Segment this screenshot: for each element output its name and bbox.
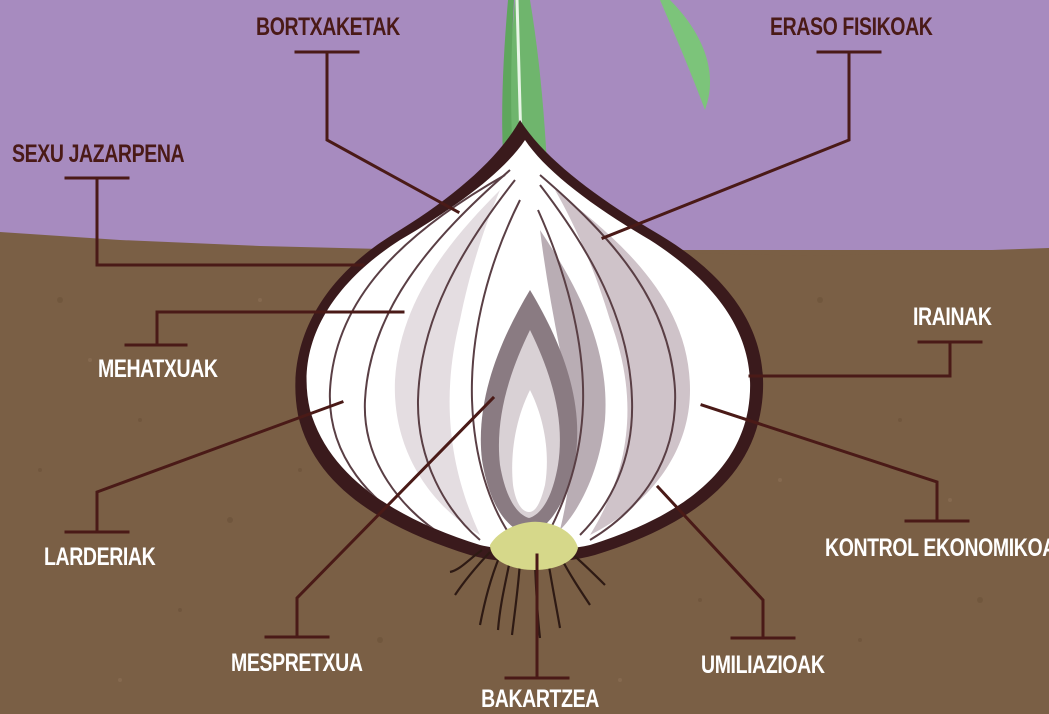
label-irainak: IRAINAK [913, 302, 992, 332]
label-mespretxua: MESPRETXUA [231, 648, 363, 678]
label-umiliazioak: UMILIAZIOAK [701, 650, 825, 680]
label-eraso-fisikoak: ERASO FISIKOAK [770, 12, 932, 42]
label-kontrol-ekonomikoa: KONTROL EKONOMIKOA [825, 533, 1049, 563]
label-mehatxuak: MEHATXUAK [98, 354, 218, 384]
label-bortxaketak: BORTXAKETAK [256, 12, 400, 42]
label-larderiak: LARDERIAK [44, 542, 155, 572]
label-sexu-jazarpena: SEXU JAZARPENA [12, 139, 184, 169]
label-bakartzea: BAKARTZEA [462, 684, 618, 714]
